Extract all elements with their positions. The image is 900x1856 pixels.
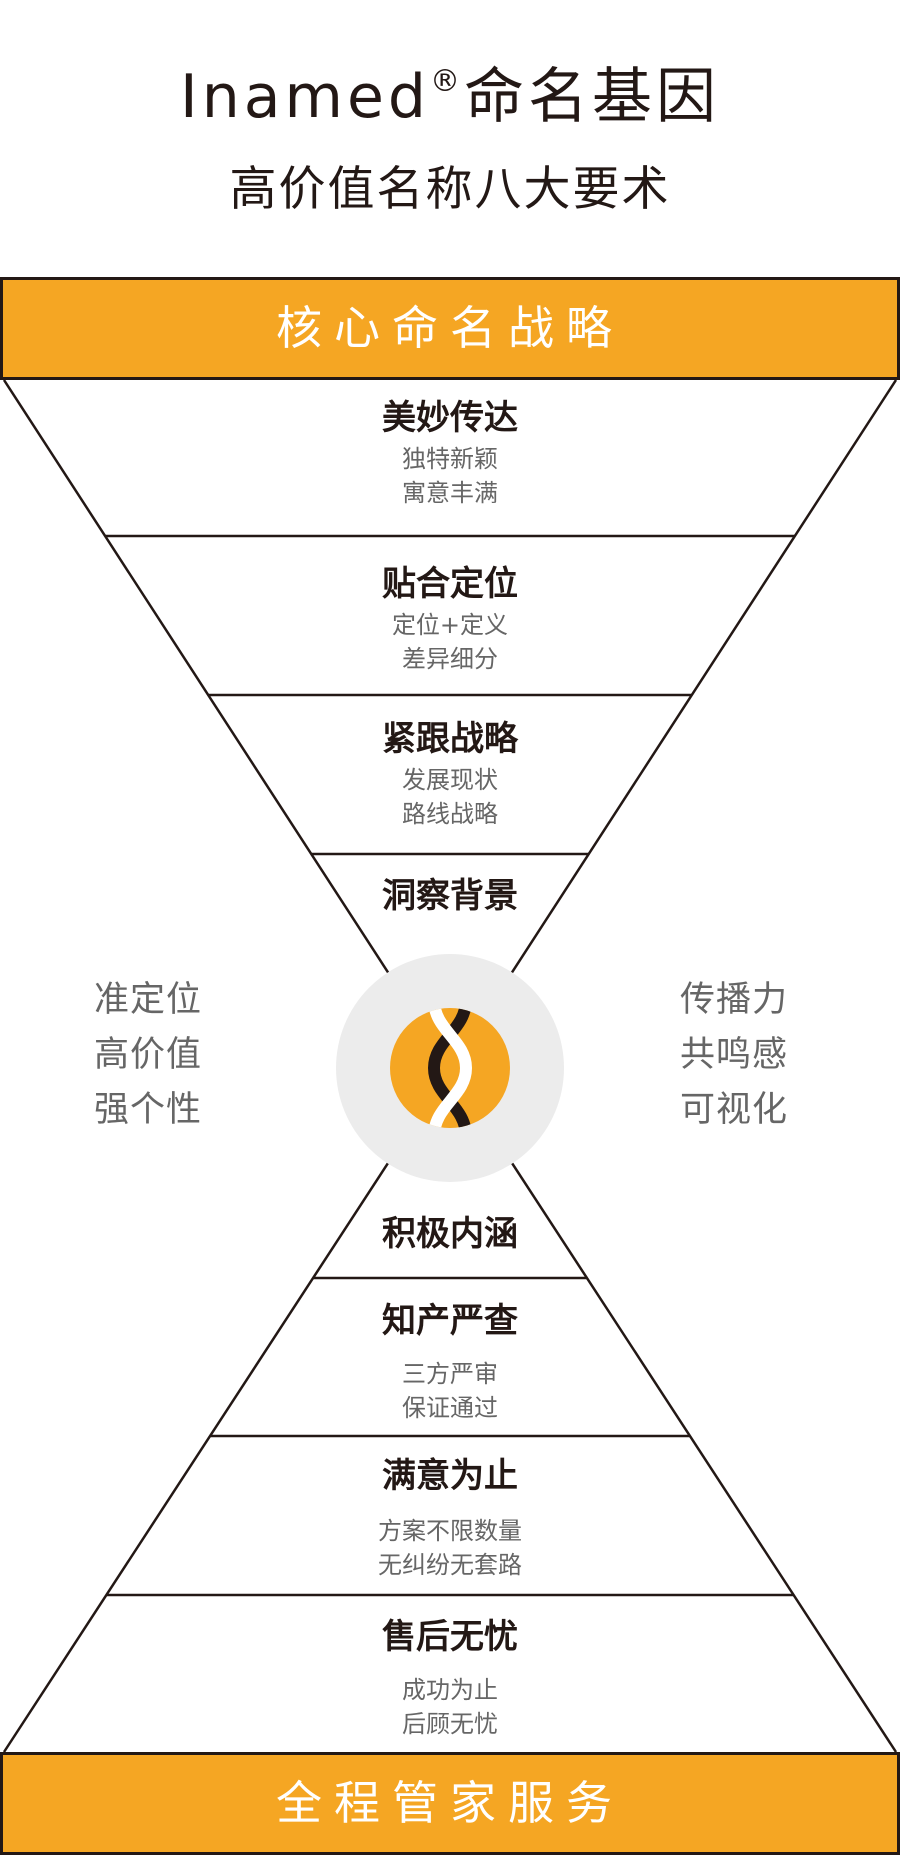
dna-helix-icon: [390, 1008, 510, 1128]
top-right-diagonal: [448, 379, 898, 1069]
core-naming-strategy-bar: 核心命名战略: [0, 277, 900, 380]
level-title: 知产严查: [382, 1301, 518, 1341]
level-line: 差异细分: [402, 645, 498, 673]
level-title: 美妙传达: [382, 398, 518, 438]
right-side-labels: 传播力 共鸣感 可视化: [634, 973, 834, 1138]
bottom-left-diagonal: [2, 1067, 452, 1753]
level-insight-background: 洞察背景: [0, 876, 900, 916]
side-label: 可视化: [679, 1090, 788, 1130]
title-suffix: 命名基因: [463, 62, 720, 132]
registered-mark: ®: [429, 64, 464, 99]
side-label: 共鸣感: [679, 1035, 788, 1075]
left-side-labels: 准定位 高价值 强个性: [48, 973, 248, 1138]
level-title: 满意为止: [382, 1456, 518, 1496]
level-title: 洞察背景: [382, 876, 518, 916]
level-line: 无纠纷无套路: [378, 1551, 522, 1579]
side-label: 传播力: [679, 980, 788, 1020]
level-beautiful-expression: 美妙传达 独特新颖 寓意丰满: [0, 398, 900, 510]
side-label: 准定位: [93, 980, 202, 1020]
level-line: 方案不限数量: [378, 1517, 522, 1545]
level-line: 保证通过: [402, 1394, 498, 1422]
level-ip-check: 知产严查 三方严审 保证通过: [0, 1301, 900, 1425]
level-line: 路线战略: [402, 800, 498, 828]
level-line: 三方严审: [402, 1360, 498, 1388]
level-line: 后顾无忧: [402, 1710, 498, 1738]
level-title: 积极内涵: [382, 1214, 518, 1254]
level-line: 定位+定义: [391, 611, 509, 639]
level-line: 独特新颖: [402, 445, 498, 473]
level-fit-positioning: 贴合定位 定位+定义 差异细分: [0, 564, 900, 676]
full-service-bar: 全程管家服务: [0, 1752, 900, 1855]
level-positive-meaning: 积极内涵: [0, 1214, 900, 1254]
level-after-sales: 售后无忧 成功为止 后顾无忧: [0, 1617, 900, 1741]
level-title: 紧跟战略: [382, 719, 518, 759]
level-until-satisfied: 满意为止 方案不限数量 无纠纷无套路: [0, 1456, 900, 1582]
level-line: 发展现状: [402, 766, 498, 794]
level-line: 寓意丰满: [402, 479, 498, 507]
level-title: 贴合定位: [382, 564, 518, 604]
page-subtitle: 高价值名称八大要术: [229, 162, 671, 217]
top-left-diagonal: [2, 379, 452, 1069]
level-title: 售后无忧: [382, 1617, 518, 1657]
level-follow-strategy: 紧跟战略 发展现状 路线战略: [0, 719, 900, 831]
brand-name: Inamed: [180, 62, 430, 132]
side-label: 高价值: [93, 1035, 202, 1075]
page-title: Inamed®命名基因: [0, 62, 900, 132]
bottom-right-diagonal: [448, 1067, 898, 1753]
level-line: 成功为止: [402, 1676, 498, 1704]
side-label: 强个性: [93, 1090, 202, 1130]
